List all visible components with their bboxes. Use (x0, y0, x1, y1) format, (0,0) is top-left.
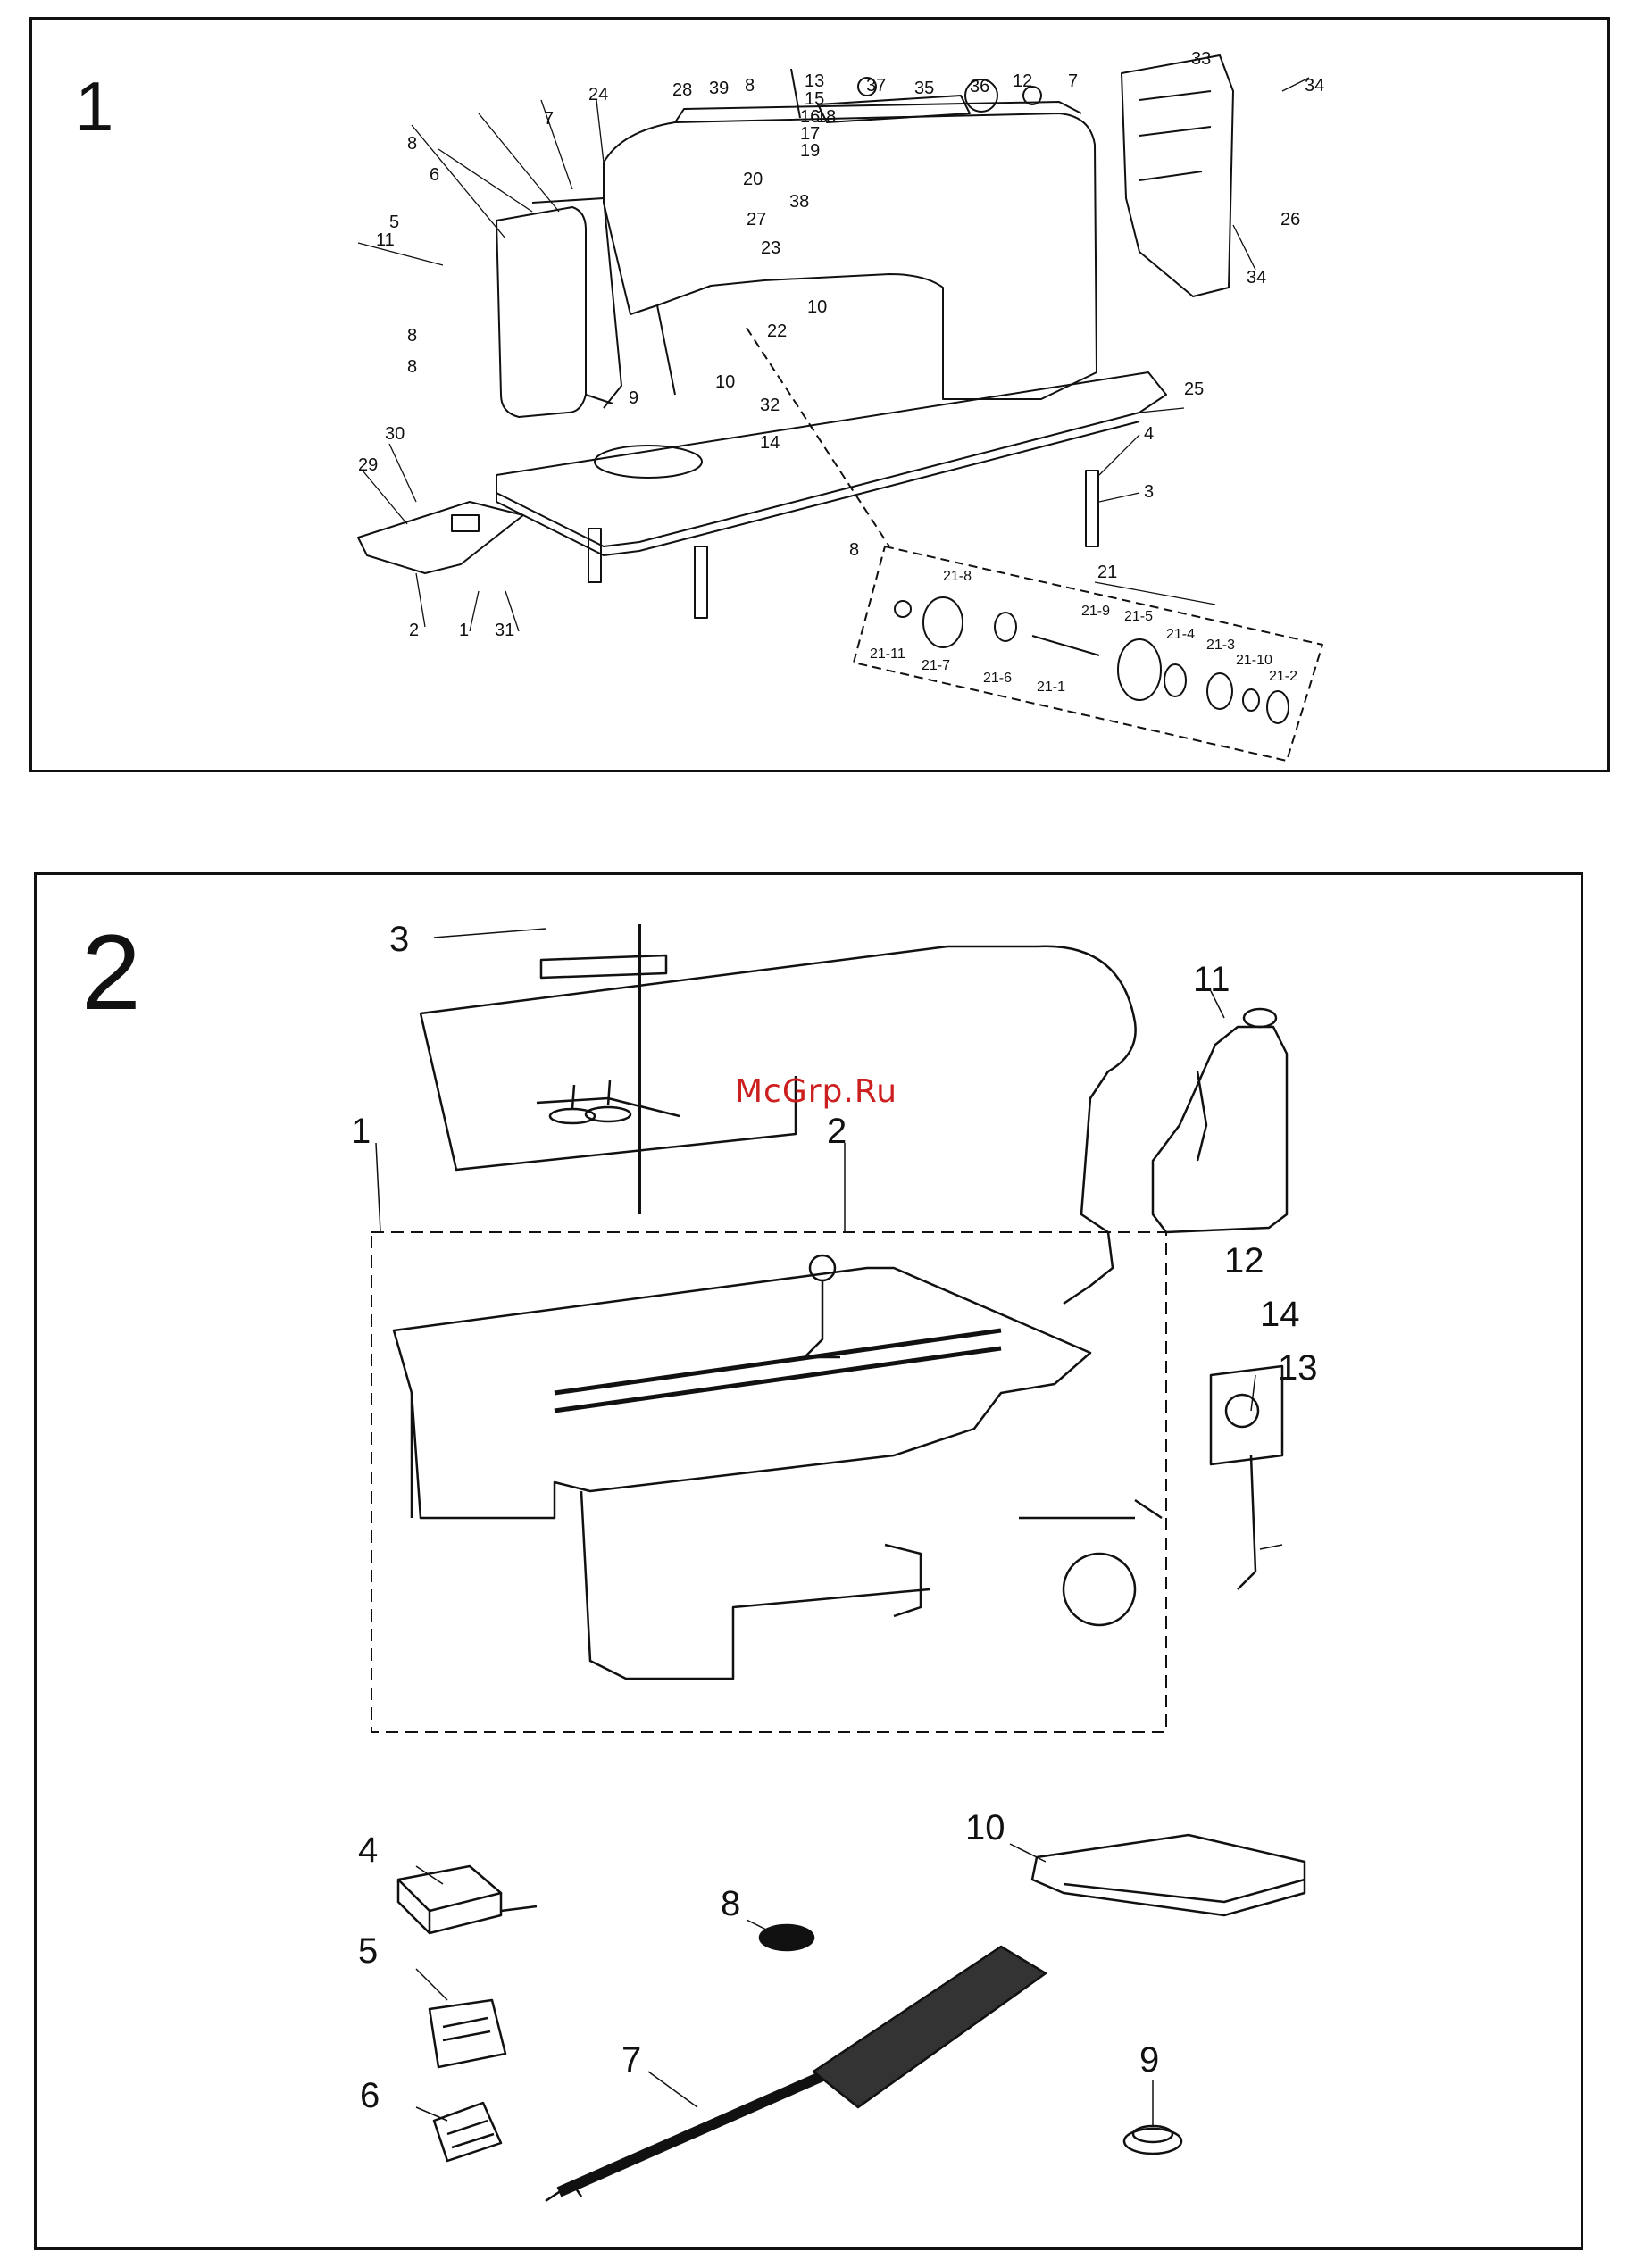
callout-27: 27 (747, 210, 766, 229)
accessory-6 (434, 2103, 501, 2161)
callout-2: 2 (827, 1112, 847, 1151)
callout-29: 29 (358, 455, 378, 475)
callout-8c: 8 (407, 357, 417, 377)
callout-21-6: 21-6 (983, 671, 1012, 686)
callout-32: 32 (760, 396, 780, 415)
callout-4: 4 (358, 1830, 378, 1870)
callout-21-3: 21-3 (1206, 638, 1235, 653)
callout-21-1: 21-1 (1037, 680, 1065, 695)
callout-8b: 8 (407, 326, 417, 346)
callout-5: 5 (389, 213, 399, 232)
callout-22: 22 (767, 321, 787, 341)
callout-1: 1 (351, 1112, 371, 1151)
callout-35: 35 (914, 79, 934, 98)
callout-12: 12 (1224, 1241, 1264, 1280)
callout-33: 33 (1191, 49, 1211, 69)
watermark-text: McGrp.Ru (735, 1073, 897, 1110)
callout-9: 9 (1139, 2040, 1159, 2080)
callout-6: 6 (430, 165, 439, 185)
callout-3: 3 (1144, 482, 1154, 502)
callout-10b: 10 (715, 372, 735, 392)
callout-25: 25 (1184, 379, 1204, 399)
callout-21: 21 (1097, 563, 1117, 582)
rubber-cap (760, 1925, 813, 1950)
callout-7: 7 (544, 109, 554, 129)
callout-21-10: 21-10 (1236, 653, 1272, 668)
callout-4: 4 (1144, 424, 1154, 444)
callout-13: 13 (1278, 1348, 1318, 1388)
callout-8d: 8 (745, 76, 755, 96)
callout-38: 38 (789, 192, 809, 212)
callout-21-2: 21-2 (1269, 669, 1297, 684)
callout-11: 11 (376, 230, 395, 250)
callout-37: 37 (866, 76, 886, 96)
callout-14: 14 (760, 433, 780, 453)
callout-28: 28 (672, 80, 692, 100)
callout-10: 10 (807, 297, 827, 317)
face-plate (496, 207, 586, 417)
machine-silhouette (421, 946, 1136, 1304)
callout-10: 10 (965, 1808, 1005, 1847)
throat-plate (358, 502, 523, 573)
callout-20: 20 (743, 170, 763, 189)
callout-3: 3 (389, 920, 409, 959)
callout-21-8: 21-8 (943, 569, 972, 584)
callout-30: 30 (385, 424, 405, 444)
callout-9: 9 (629, 388, 638, 408)
callout-21-4: 21-4 (1166, 627, 1195, 642)
callout-8: 8 (407, 134, 417, 154)
machine-arm (604, 113, 1097, 399)
callout-8e: 8 (849, 540, 859, 560)
accessory-5 (430, 2000, 505, 2067)
panel-1-exploded-view: 1 (29, 17, 1610, 772)
callout-2: 2 (409, 621, 419, 640)
side-cover (1122, 55, 1233, 296)
callout-23: 23 (761, 238, 780, 258)
callout-11: 11 (1193, 960, 1230, 999)
callout-12: 12 (1013, 71, 1032, 91)
callout-31: 31 (495, 621, 514, 640)
callout-34b: 34 (1247, 268, 1266, 288)
callout-34: 34 (1305, 76, 1324, 96)
callout-13: 13 (805, 71, 824, 91)
callout-5: 5 (358, 1931, 378, 1971)
callout-19: 19 (800, 141, 820, 161)
callout-21-11: 21-11 (870, 646, 905, 662)
callout-7: 7 (621, 2040, 641, 2080)
callout-15: 15 (805, 89, 824, 109)
callout-36: 36 (970, 77, 989, 96)
callout-14: 14 (1260, 1295, 1300, 1334)
callout-7b: 7 (1068, 71, 1078, 91)
callout-21-9: 21-9 (1081, 604, 1110, 619)
cleaning-cloth (1032, 1835, 1305, 1915)
screwdriver (559, 2076, 822, 2192)
sewing-machine-head-exploded-diagram: 6 8 5 11 8 8 7 24 28 39 8 13 15 18 16 17… (32, 20, 1613, 775)
callout-21-7: 21-7 (922, 658, 950, 673)
callout-39: 39 (709, 79, 729, 98)
callout-26: 26 (1280, 210, 1300, 229)
callout-21-5: 21-5 (1124, 609, 1153, 624)
callout-24: 24 (588, 85, 608, 104)
accessory-4 (398, 1866, 501, 1911)
oil-pan (394, 1268, 1090, 1518)
callout-6: 6 (360, 2076, 380, 2115)
oil-can (1153, 1027, 1287, 1232)
callout-8: 8 (721, 1884, 740, 1923)
oil-pan-box (371, 1232, 1166, 1732)
callout-1: 1 (459, 621, 469, 640)
